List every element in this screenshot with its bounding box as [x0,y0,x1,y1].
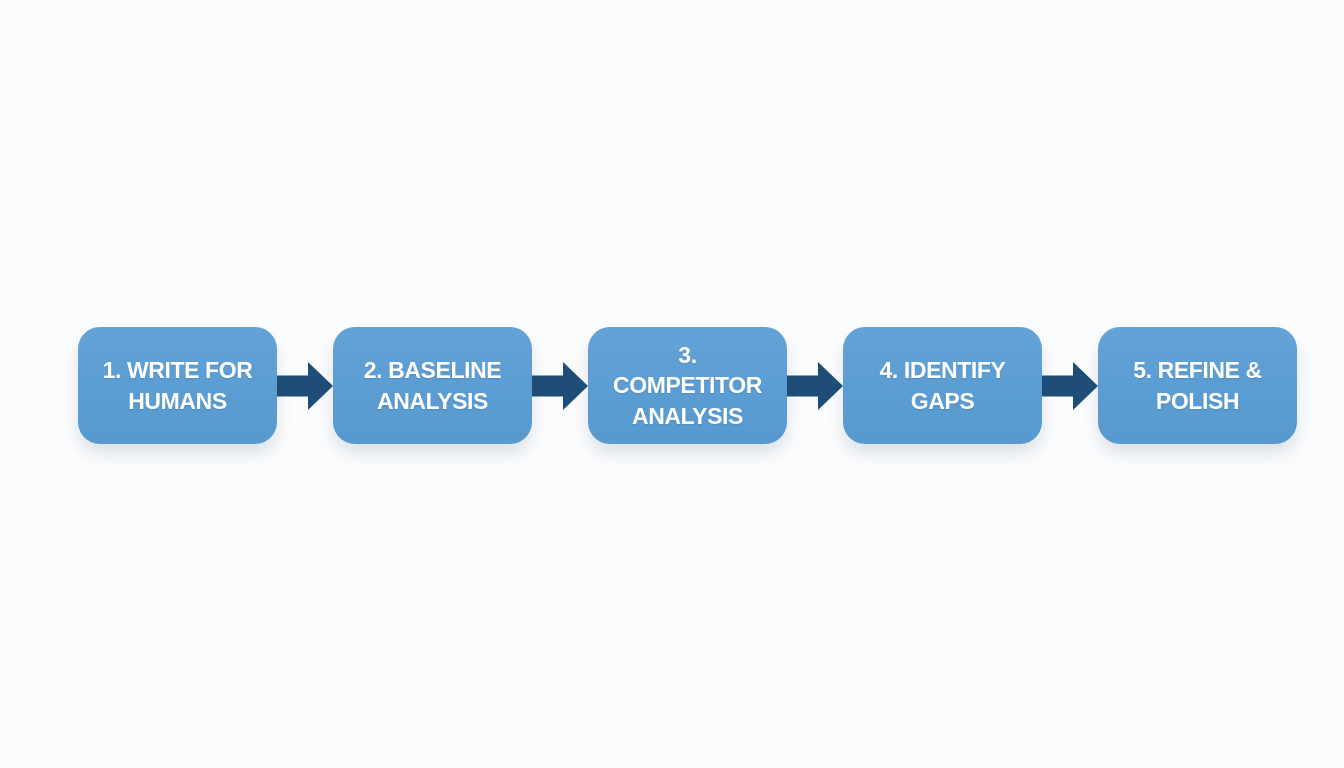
step-box-3: 3. COMPETITOR ANALYSIS [588,327,787,444]
flow-row: 1. WRITE FOR HUMANS 2. BASELINE ANALYSIS… [78,327,1297,444]
arrow-right-icon [787,361,843,410]
step-label-5: 5. REFINE & POLISH [1133,357,1262,414]
step-box-5: 5. REFINE & POLISH [1098,327,1297,444]
step-box-4: 4. IDENTIFY GAPS [843,327,1042,444]
step-box-1: 1. WRITE FOR HUMANS [78,327,277,444]
arrow-cell-3 [787,327,843,444]
step-label-3: 3. COMPETITOR ANALYSIS [613,341,762,429]
arrow-right-icon [277,361,333,410]
arrow-right-icon [1042,361,1098,410]
arrow-cell-4 [1042,327,1098,444]
step-label-2: 2. BASELINE ANALYSIS [363,357,502,414]
arrow-cell-1 [277,327,333,444]
arrow-cell-2 [532,327,588,444]
step-label-1: 1. WRITE FOR HUMANS [102,357,253,414]
step-label-4: 4. IDENTIFY GAPS [879,357,1006,414]
step-box-2: 2. BASELINE ANALYSIS [333,327,532,444]
arrow-right-icon [532,361,588,410]
